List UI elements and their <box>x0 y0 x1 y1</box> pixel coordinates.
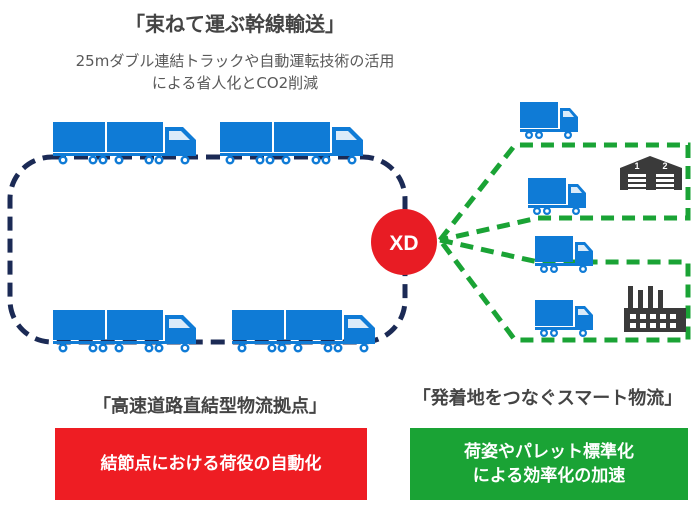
truck-double-bottom-right <box>232 310 375 353</box>
delivery-routes <box>438 142 691 343</box>
label-expressway-hub: 「高速道路直結型物流拠点」 <box>93 396 327 417</box>
truck-small-1 <box>520 102 578 139</box>
factory-icon <box>624 286 686 332</box>
box-automated-handling: 結節点における荷役の自動化 <box>55 428 367 500</box>
xd-hub: XD <box>371 209 437 275</box>
warehouse-bay-2: 2 <box>662 161 667 171</box>
label-smart-logistics: 「発着地をつなぐスマート物流」 <box>412 388 683 409</box>
box-left-text: 結節点における荷役の自動化 <box>100 454 322 474</box>
box-right-line-2: による効率化の加速 <box>472 466 626 486</box>
truck-double-bottom-left <box>53 310 196 353</box>
warehouse-icon: 1 2 <box>620 156 682 190</box>
truck-small-3 <box>535 236 593 273</box>
truck-small-2 <box>528 178 586 215</box>
warehouse-bay-1: 1 <box>634 161 639 171</box>
truck-small-4 <box>535 300 593 337</box>
box-standardization: 荷姿やパレット標準化 による効率化の加速 <box>410 428 688 500</box>
box-right-line-1: 荷姿やパレット標準化 <box>464 442 634 462</box>
xd-hub-label: XD <box>389 232 418 255</box>
subtitle-line-1: 25mダブル連結トラックや自動運転技術の活用 <box>75 52 395 70</box>
diagram-title: 「束ねて運ぶ幹線輸送」 <box>125 12 345 36</box>
subtitle-line-2: による省人化とCO2削減 <box>151 74 319 92</box>
